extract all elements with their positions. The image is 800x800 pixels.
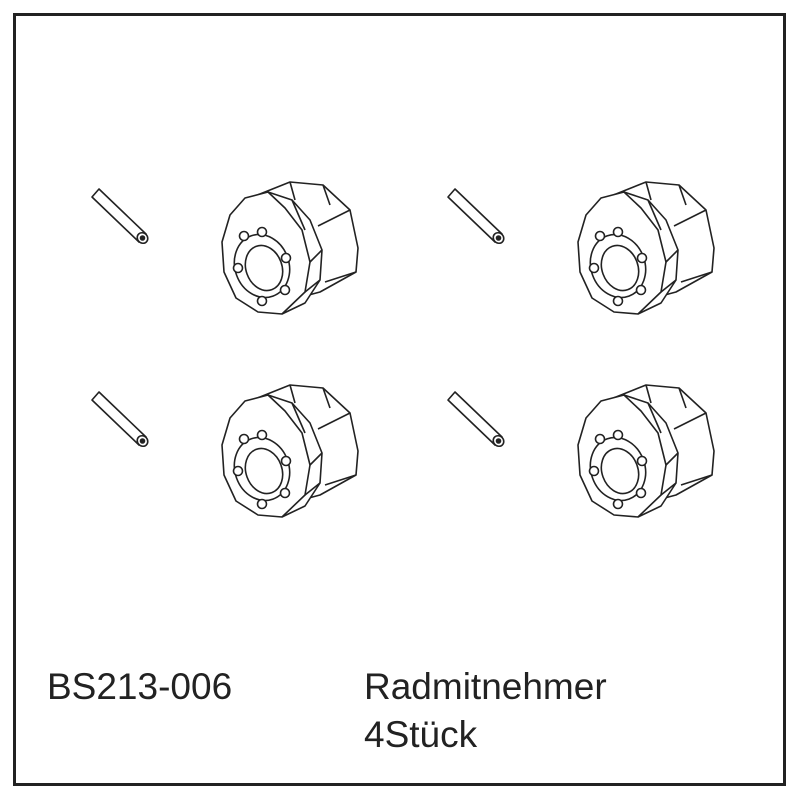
- hub-bottom-right: [577, 384, 715, 518]
- diagram-frame: [13, 13, 786, 786]
- part-number: BS213-006: [47, 666, 233, 707]
- pin-top-right: [447, 188, 507, 247]
- hub-top-left: [221, 181, 359, 315]
- hub-top-right: [577, 181, 715, 315]
- hub-bottom-left: [221, 384, 359, 518]
- pin-bottom-right: [447, 391, 507, 450]
- pin-top-left: [91, 188, 151, 247]
- part-name: Radmitnehmer: [364, 666, 607, 707]
- pin-bottom-left: [91, 391, 151, 450]
- part-quantity: 4Stück: [364, 714, 478, 755]
